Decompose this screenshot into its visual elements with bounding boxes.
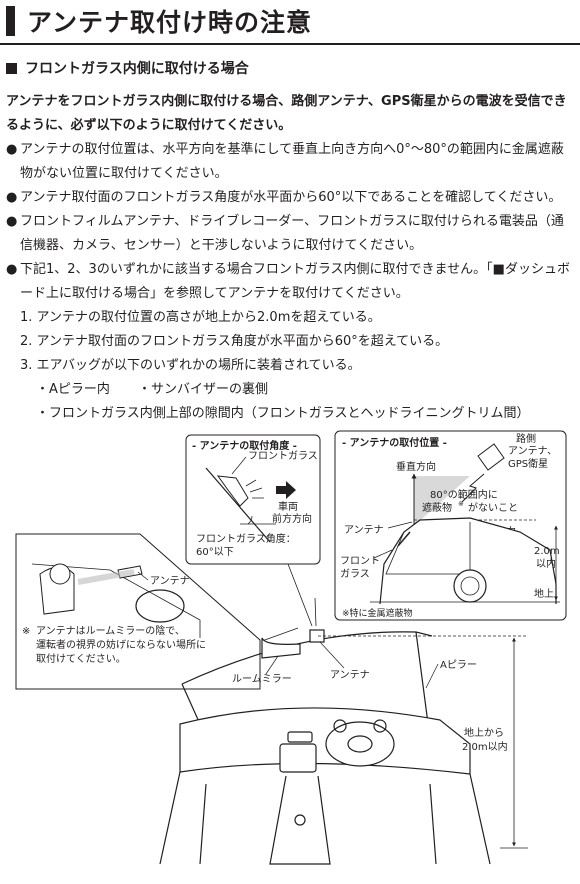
section-heading: フロントガラス内側に取付ける場合 <box>6 58 249 78</box>
dashboard-antenna-icon <box>309 629 325 643</box>
page-title: アンテナ取付け時の注意 <box>27 8 313 37</box>
a-pillar-label: Aピラー <box>440 659 477 671</box>
section-heading-text: フロントガラス内側に取付ける場合 <box>25 61 249 77</box>
forward-arrow-icon <box>276 481 296 499</box>
position-box-heading: - アンテナの取付位置 - <box>342 436 447 449</box>
page-title-block: アンテナ取付け時の注意 <box>6 4 312 38</box>
dashboard-illustration <box>159 629 491 865</box>
bullet-item: ● アンテナ取付面のフロントガラス角度が水平面から60°以下であることを確認して… <box>6 186 576 210</box>
bullet-item: ● 下記1、2、3のいずれかに該当する場合フロントガラス内側に取付できません。「… <box>6 258 576 306</box>
bullet-text: フロントフィルムアンテナ、ドライブレコーダー、フロントガラスに取付けられる電装品… <box>20 214 564 253</box>
title-bar-mark <box>6 6 15 36</box>
bullet-text: 下記1、2、3のいずれかに該当する場合フロントガラス内側に取付できません。「■ダ… <box>20 262 570 301</box>
condition-item: 3. エアバッグが以下のいずれかの場所に装着されている。 <box>20 358 361 373</box>
angle-detail-box: - アンテナの取付角度 - フロントガラス 車両 前方方向 フロントガラス角度：… <box>185 434 321 565</box>
title-rule <box>0 43 580 45</box>
range-label: 80°の範囲内に <box>430 488 498 501</box>
position-detail-box: - アンテナの取付位置 - 路側 アンテナ、 GPS衛星 垂直方向 80°の範囲… <box>334 430 567 621</box>
intro-paragraph: アンテナをフロントガラス内側に取付ける場合、路側アンテナ、GPS衛星からの電波を… <box>6 94 567 133</box>
dashboard-shape <box>179 707 471 775</box>
center-tunnel <box>269 775 331 865</box>
main-height-label: 地上から <box>464 726 504 739</box>
front-glass-label-1: フロント <box>340 556 380 567</box>
location-header: ・フロントガラス内側上部の隙間内（フロントガラスとヘッドライニングトリム間） <box>36 406 530 421</box>
condition-item: 2. アンテナ取付面のフロントガラス角度が水平面から60°を超えている。 <box>20 334 449 349</box>
position-antenna-label: アンテナ <box>344 524 384 536</box>
shield-zone-shading <box>414 476 470 526</box>
vehicle-forward-label-2: 前方方向 <box>272 512 312 525</box>
room-mirror-label: ルームミラー <box>232 673 292 685</box>
bullet-dot-icon: ● <box>6 262 18 277</box>
interior-note-mark: ※ <box>22 626 30 637</box>
sight-line <box>77 569 135 585</box>
glass-angle-label: フロントガラス角度： <box>196 532 296 545</box>
condition-item: 1. アンテナの取付位置の高さが地上から2.0mを超えている。 <box>20 310 381 325</box>
interior-antenna-label: アンテナ <box>150 575 190 587</box>
room-mirror-shape <box>261 637 301 659</box>
square-bullet-icon <box>6 62 17 74</box>
ground-label: 地上 <box>534 587 554 600</box>
main-steering-wheel <box>325 721 395 767</box>
glass-angle-value: 60°以下 <box>196 547 234 558</box>
location-sun-visor: ・サンバイザーの裏側 <box>138 382 269 397</box>
main-antenna-label: アンテナ <box>330 669 370 681</box>
vertical-direction-label: 垂直方向 <box>396 460 436 473</box>
interior-detail-box: アンテナ ※ アンテナはルームミラーの陰で、 運転者の視界の妨げにならない場所に… <box>15 533 261 690</box>
location-a-pillar: ・Aピラー内 <box>36 382 110 397</box>
steering-wheel <box>135 589 185 623</box>
windshield-line <box>205 467 271 543</box>
bullet-dot-icon: ● <box>6 142 18 157</box>
front-glass-label-2: ガラス <box>340 568 370 580</box>
height-dimension: 地上から 2.0m以内 <box>318 635 528 849</box>
bullet-item: ● アンテナの取付位置は、水平方向を基準にして垂直上向き方向へ0°〜80°の範囲… <box>6 138 576 186</box>
antenna-mount-icon <box>397 531 411 547</box>
position-note: ※特に金属遮蔽物 <box>342 607 413 619</box>
signal-waves-icon <box>245 479 264 499</box>
range-label-end: がないこと <box>468 501 518 514</box>
antenna-unit-icon <box>216 475 249 507</box>
bullet-dot-icon: ● <box>6 190 18 205</box>
interior-note-line-1: アンテナはルームミラーの陰で、 <box>36 624 185 637</box>
car-wheel <box>453 569 487 603</box>
roadside-label-2: アンテナ、 <box>508 445 557 457</box>
roadside-label-3: GPS衛星 <box>508 457 548 470</box>
center-console <box>279 743 317 773</box>
interior-note-line-2: 運転者の視界の妨げにならない場所に <box>36 638 206 651</box>
interior-note-line-3: 取付けてください。 <box>36 652 126 665</box>
callout-lines <box>261 563 317 642</box>
main-height-label-2: 2.0m以内 <box>462 740 508 753</box>
satellite-icon <box>477 443 505 471</box>
bullet-text: アンテナの取付位置は、水平方向を基準にして垂直上向き方向へ0°〜80°の範囲内に… <box>20 142 564 181</box>
front-glass-label: フロントガラス <box>248 450 318 462</box>
range-note-mark: ※ <box>458 500 464 508</box>
height-limit-label: 2.0m <box>534 546 560 557</box>
bullet-text: アンテナ取付面のフロントガラス角度が水平面から60°以下であることを確認してくだ… <box>20 190 562 205</box>
signal-bolt-icon <box>461 473 485 503</box>
vehicle-forward-label: 車両 <box>278 500 298 513</box>
range-label-shield: 遮蔽物 <box>422 501 452 514</box>
bullet-dot-icon: ● <box>6 214 18 229</box>
angle-box-heading: - アンテナの取付角度 - <box>192 439 297 452</box>
antenna-installation-diagram: - アンテナの取付角度 - フロントガラス 車両 前方方向 フロントガラス角度：… <box>15 430 567 865</box>
bullet-item: ● フロントフィルムアンテナ、ドライブレコーダー、フロントガラスに取付けられる電… <box>6 210 576 258</box>
height-limit-label-2: 以内 <box>536 557 556 570</box>
roadside-label: 路側 <box>516 432 536 445</box>
